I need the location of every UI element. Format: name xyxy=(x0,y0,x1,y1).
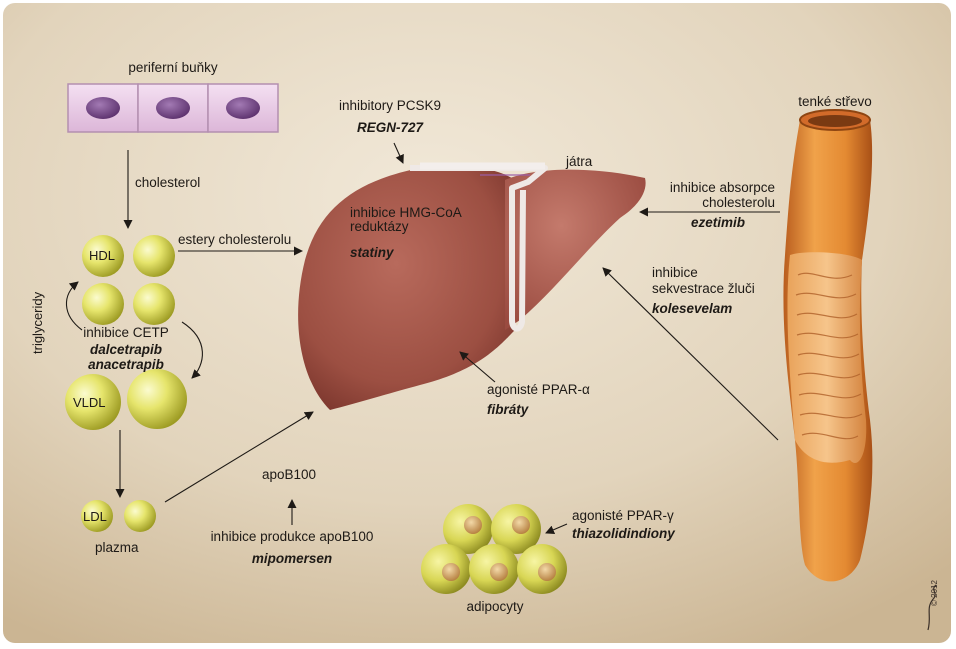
label-regn727: REGN-727 xyxy=(356,120,424,135)
copyright-note: © 2012 xyxy=(930,580,939,606)
peripheral-cells xyxy=(67,83,279,133)
label-absorption-line2: cholesterolu xyxy=(702,195,775,210)
arrow-ppar-gamma xyxy=(545,523,568,534)
arrow-colesevelam xyxy=(602,267,779,441)
liver-illustration xyxy=(298,162,646,410)
label-plasma: plazma xyxy=(95,540,139,555)
label-colesevelam: kolesevelam xyxy=(652,301,733,316)
label-absorption-line1: inhibice absorpce xyxy=(669,180,775,195)
arrows xyxy=(65,142,780,534)
label-hmgcoa-line1: inhibice HMG-CoA xyxy=(350,205,462,220)
arrow-ppar-alpha xyxy=(459,351,496,383)
label-anacetrapib: anacetrapib xyxy=(88,357,164,372)
label-apob100: apoB100 xyxy=(262,467,317,482)
label-cetp-inhibition: inhibice CETP xyxy=(83,325,169,340)
label-thiazolidinediones: thiazolidindiony xyxy=(572,526,675,541)
arrow-cetp xyxy=(181,321,203,379)
label-adipocytes: adipocyty xyxy=(466,599,524,614)
label-peripheral-cells: periferní buňky xyxy=(128,60,218,75)
label-liver: játra xyxy=(566,154,593,169)
vldl-particles xyxy=(65,369,187,430)
artist-signature xyxy=(927,584,937,631)
adipocytes-illustration xyxy=(421,504,567,594)
label-cholesterol: cholesterol xyxy=(135,175,201,190)
arrow-ldl-liver xyxy=(164,411,314,503)
hdl-particles xyxy=(82,235,175,325)
label-ppar-alpha: agonisté PPAR-α xyxy=(487,382,590,397)
label-hdl: HDL xyxy=(89,248,116,263)
ldl-particles xyxy=(81,500,156,532)
label-mipomersen: mipomersen xyxy=(251,551,333,566)
label-dalcetrapib: dalcetrapib xyxy=(89,342,163,357)
label-ldl: LDL xyxy=(83,509,107,524)
label-cholesterol-esters: estery cholesterolu xyxy=(178,232,292,247)
label-pcsk9-inhibitors: inhibitory PCSK9 xyxy=(338,98,442,113)
label-hmgcoa-line2: reduktázy xyxy=(350,219,409,234)
label-ezetimibe: ezetimib xyxy=(690,215,745,230)
label-small-intestine: tenké střevo xyxy=(798,94,872,109)
label-bile-line2: sekvestrace žluči xyxy=(652,281,755,296)
arrow-pcsk9 xyxy=(393,142,404,164)
label-bile-line1: inhibice xyxy=(652,265,698,280)
label-ppar-gamma: agonisté PPAR-γ xyxy=(572,508,674,523)
label-vldl: VLDL xyxy=(73,395,106,410)
label-triglycerides: triglyceridy xyxy=(30,291,45,354)
label-statins: statiny xyxy=(350,245,394,260)
label-apob-production-inhibition: inhibice produkce apoB100 xyxy=(210,529,374,544)
arrow-triglycerides xyxy=(65,281,83,331)
small-intestine-illustration xyxy=(783,109,873,582)
label-fibrates: fibráty xyxy=(487,402,529,417)
